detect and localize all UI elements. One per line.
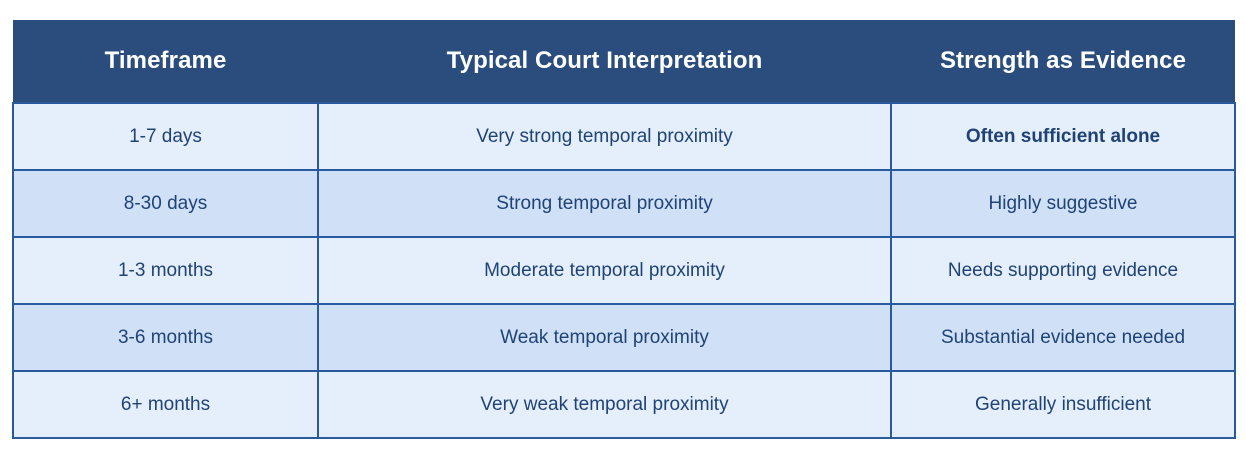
column-header-strength: Strength as Evidence [939, 47, 1187, 74]
cell-interpretation: Moderate temporal proximity [318, 237, 892, 305]
column-header-interpretation: Typical Court Interpretation [446, 47, 763, 74]
cell-interpretation: Weak temporal proximity [318, 304, 892, 372]
comparison-table-container: Timeframe Typical Court Interpretation S… [12, 20, 1236, 442]
cell-strength: Generally insufficient [891, 371, 1236, 439]
table-header-row: Timeframe Typical Court Interpretation S… [13, 20, 1235, 103]
table-header: Timeframe Typical Court Interpretation S… [13, 20, 1235, 103]
cell-strength: Highly suggestive [891, 170, 1236, 238]
cell-timeframe: 3-6 months [12, 304, 319, 372]
cell-timeframe: 6+ months [12, 371, 319, 439]
temporal-proximity-table: Timeframe Typical Court Interpretation S… [12, 20, 1236, 439]
cell-strength: Needs supporting evidence [891, 237, 1236, 305]
cell-interpretation: Very weak temporal proximity [318, 371, 892, 439]
cell-strength: Substantial evidence needed [891, 304, 1236, 372]
cell-timeframe: 1-3 months [12, 237, 319, 305]
cell-interpretation: Very strong temporal proximity [318, 102, 892, 171]
cell-timeframe: 8-30 days [12, 170, 319, 238]
cell-interpretation: Strong temporal proximity [318, 170, 892, 238]
cell-strength: Often sufficient alone [891, 102, 1236, 171]
column-header-timeframe: Timeframe [104, 47, 227, 74]
cell-timeframe: 1-7 days [12, 102, 319, 171]
